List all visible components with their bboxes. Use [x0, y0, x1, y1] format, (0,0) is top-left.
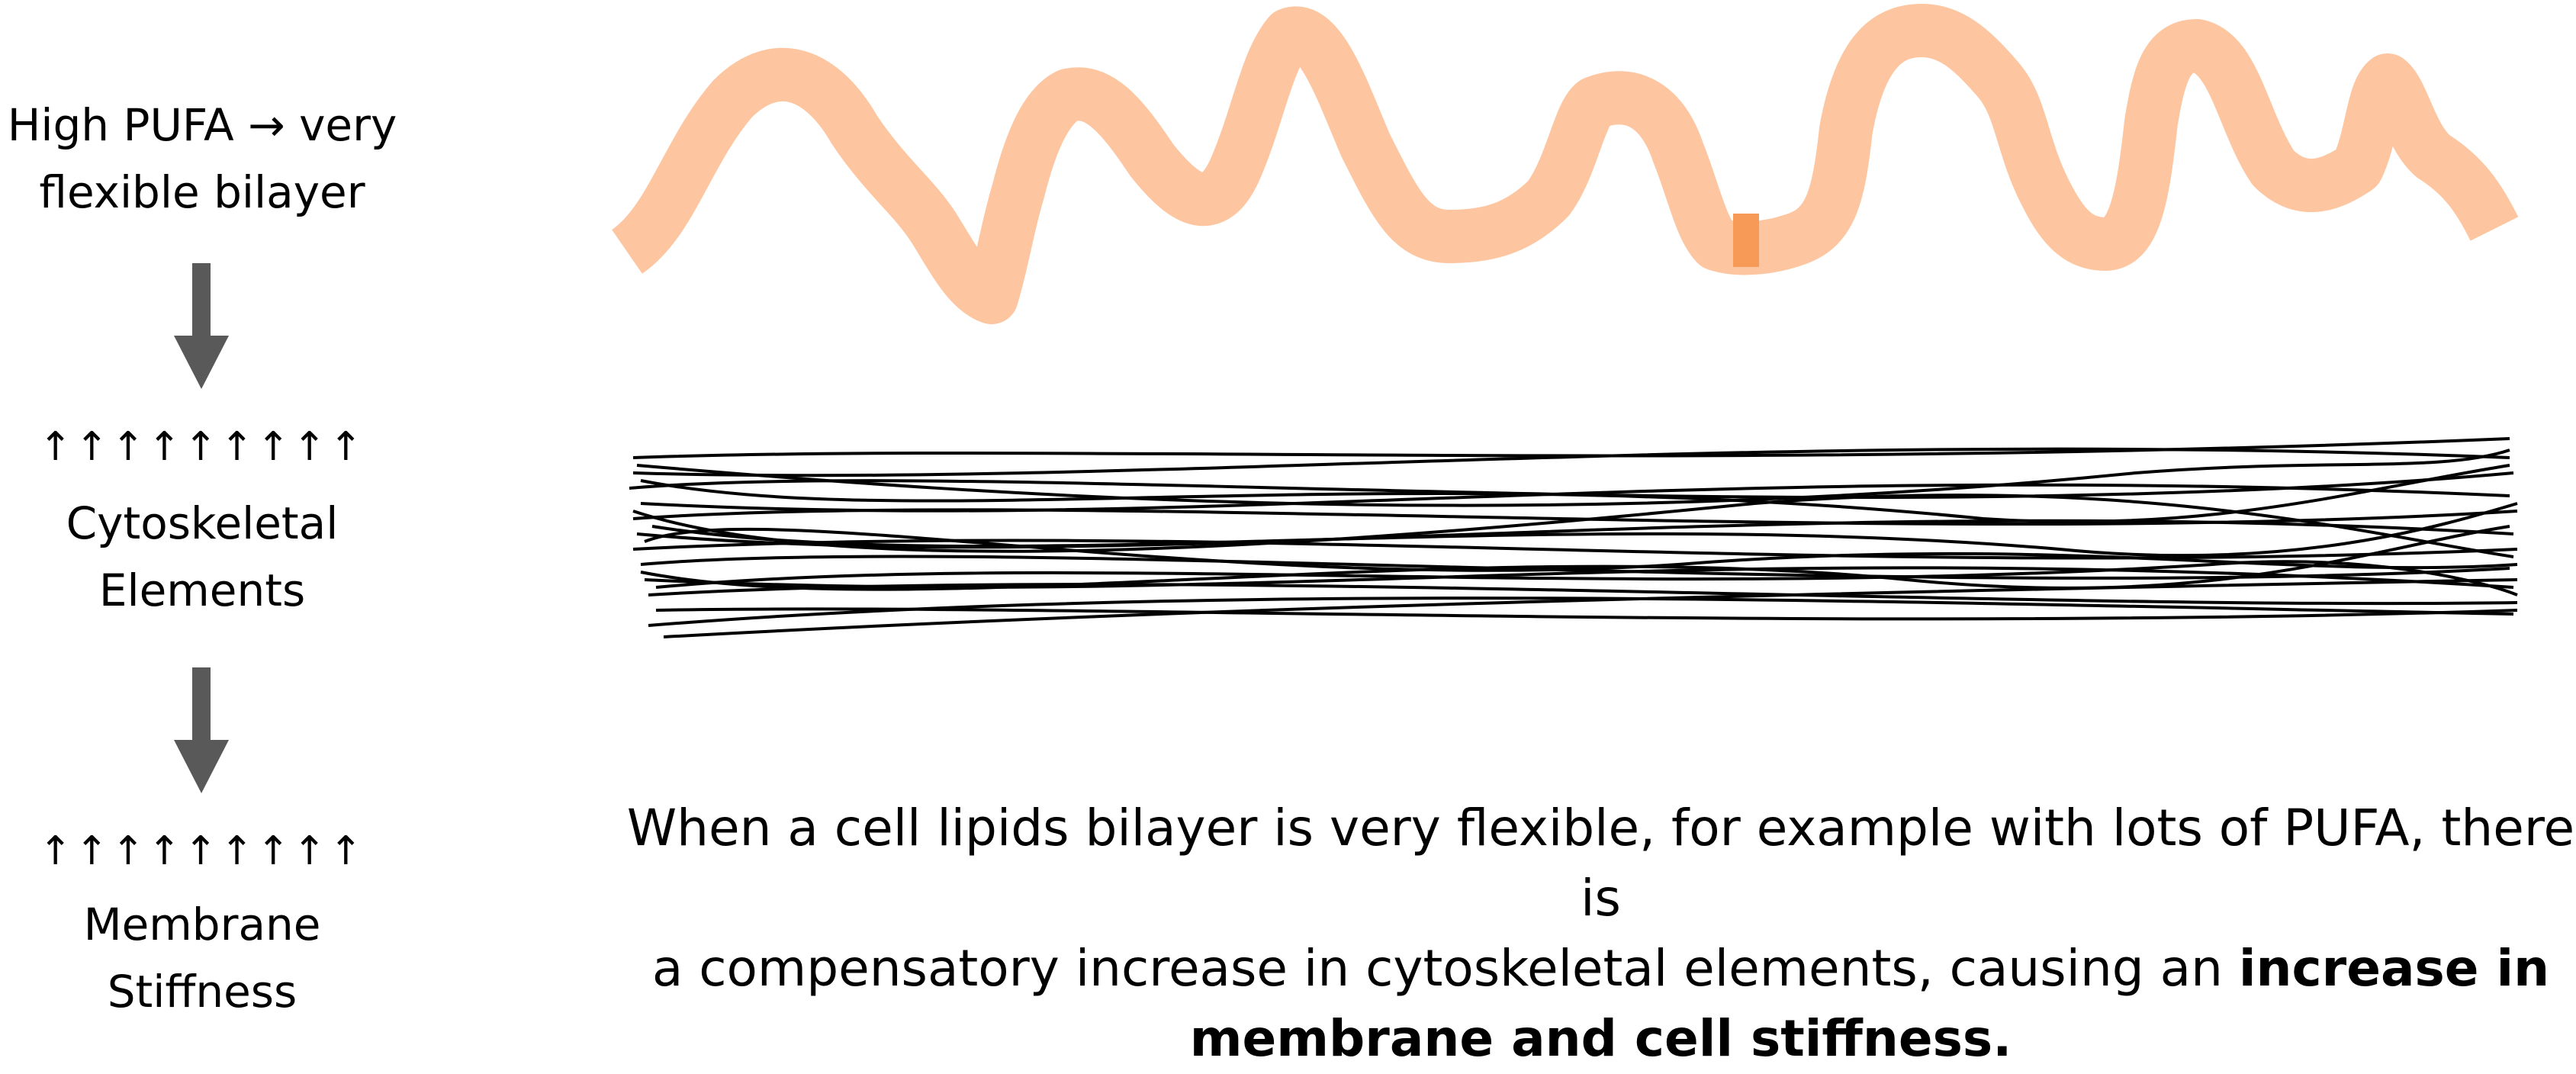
illustration-canvas [610, 4, 2519, 638]
caption-line2-plain: a compensatory increase in cytoskeletal … [651, 939, 2239, 998]
step2-label: Cytoskeletal Elements [0, 490, 404, 624]
step3-label: Membrane Stiffness [0, 891, 404, 1025]
bilayer-strip [610, 4, 2519, 324]
step2-line1: Cytoskeletal [66, 497, 339, 549]
diagram-caption: When a cell lipids bilayer is very flexi… [626, 793, 2576, 1074]
step3-line2: Stiffness [107, 966, 297, 1018]
cytoskeleton-filament-bundle [629, 437, 2518, 638]
step1-line2: flexible bilayer [39, 166, 365, 218]
step2-up-arrows: ↑↑↑↑↑↑↑↑↑ [38, 424, 366, 470]
step1-line1: High PUFA → very [7, 99, 397, 151]
step3-up-arrows: ↑↑↑↑↑↑↑↑↑ [38, 828, 366, 874]
caption-line3: membrane and cell stiffness. [626, 1004, 2576, 1074]
down-arrow-icon [174, 263, 229, 389]
down-arrow-icon [174, 667, 229, 793]
caption-line3-bold: membrane and cell stiffness. [1189, 1009, 2012, 1068]
step1-label: High PUFA → very flexible bilayer [0, 92, 404, 226]
step2-line2: Elements [98, 564, 306, 616]
bilayer-highlight-mark [1733, 214, 1759, 267]
caption-line2-bold: increase in [2238, 939, 2550, 998]
caption-line2: a compensatory increase in cytoskeletal … [626, 934, 2576, 1004]
caption-line1: When a cell lipids bilayer is very flexi… [626, 799, 2575, 928]
step3-line1: Membrane [83, 899, 321, 950]
